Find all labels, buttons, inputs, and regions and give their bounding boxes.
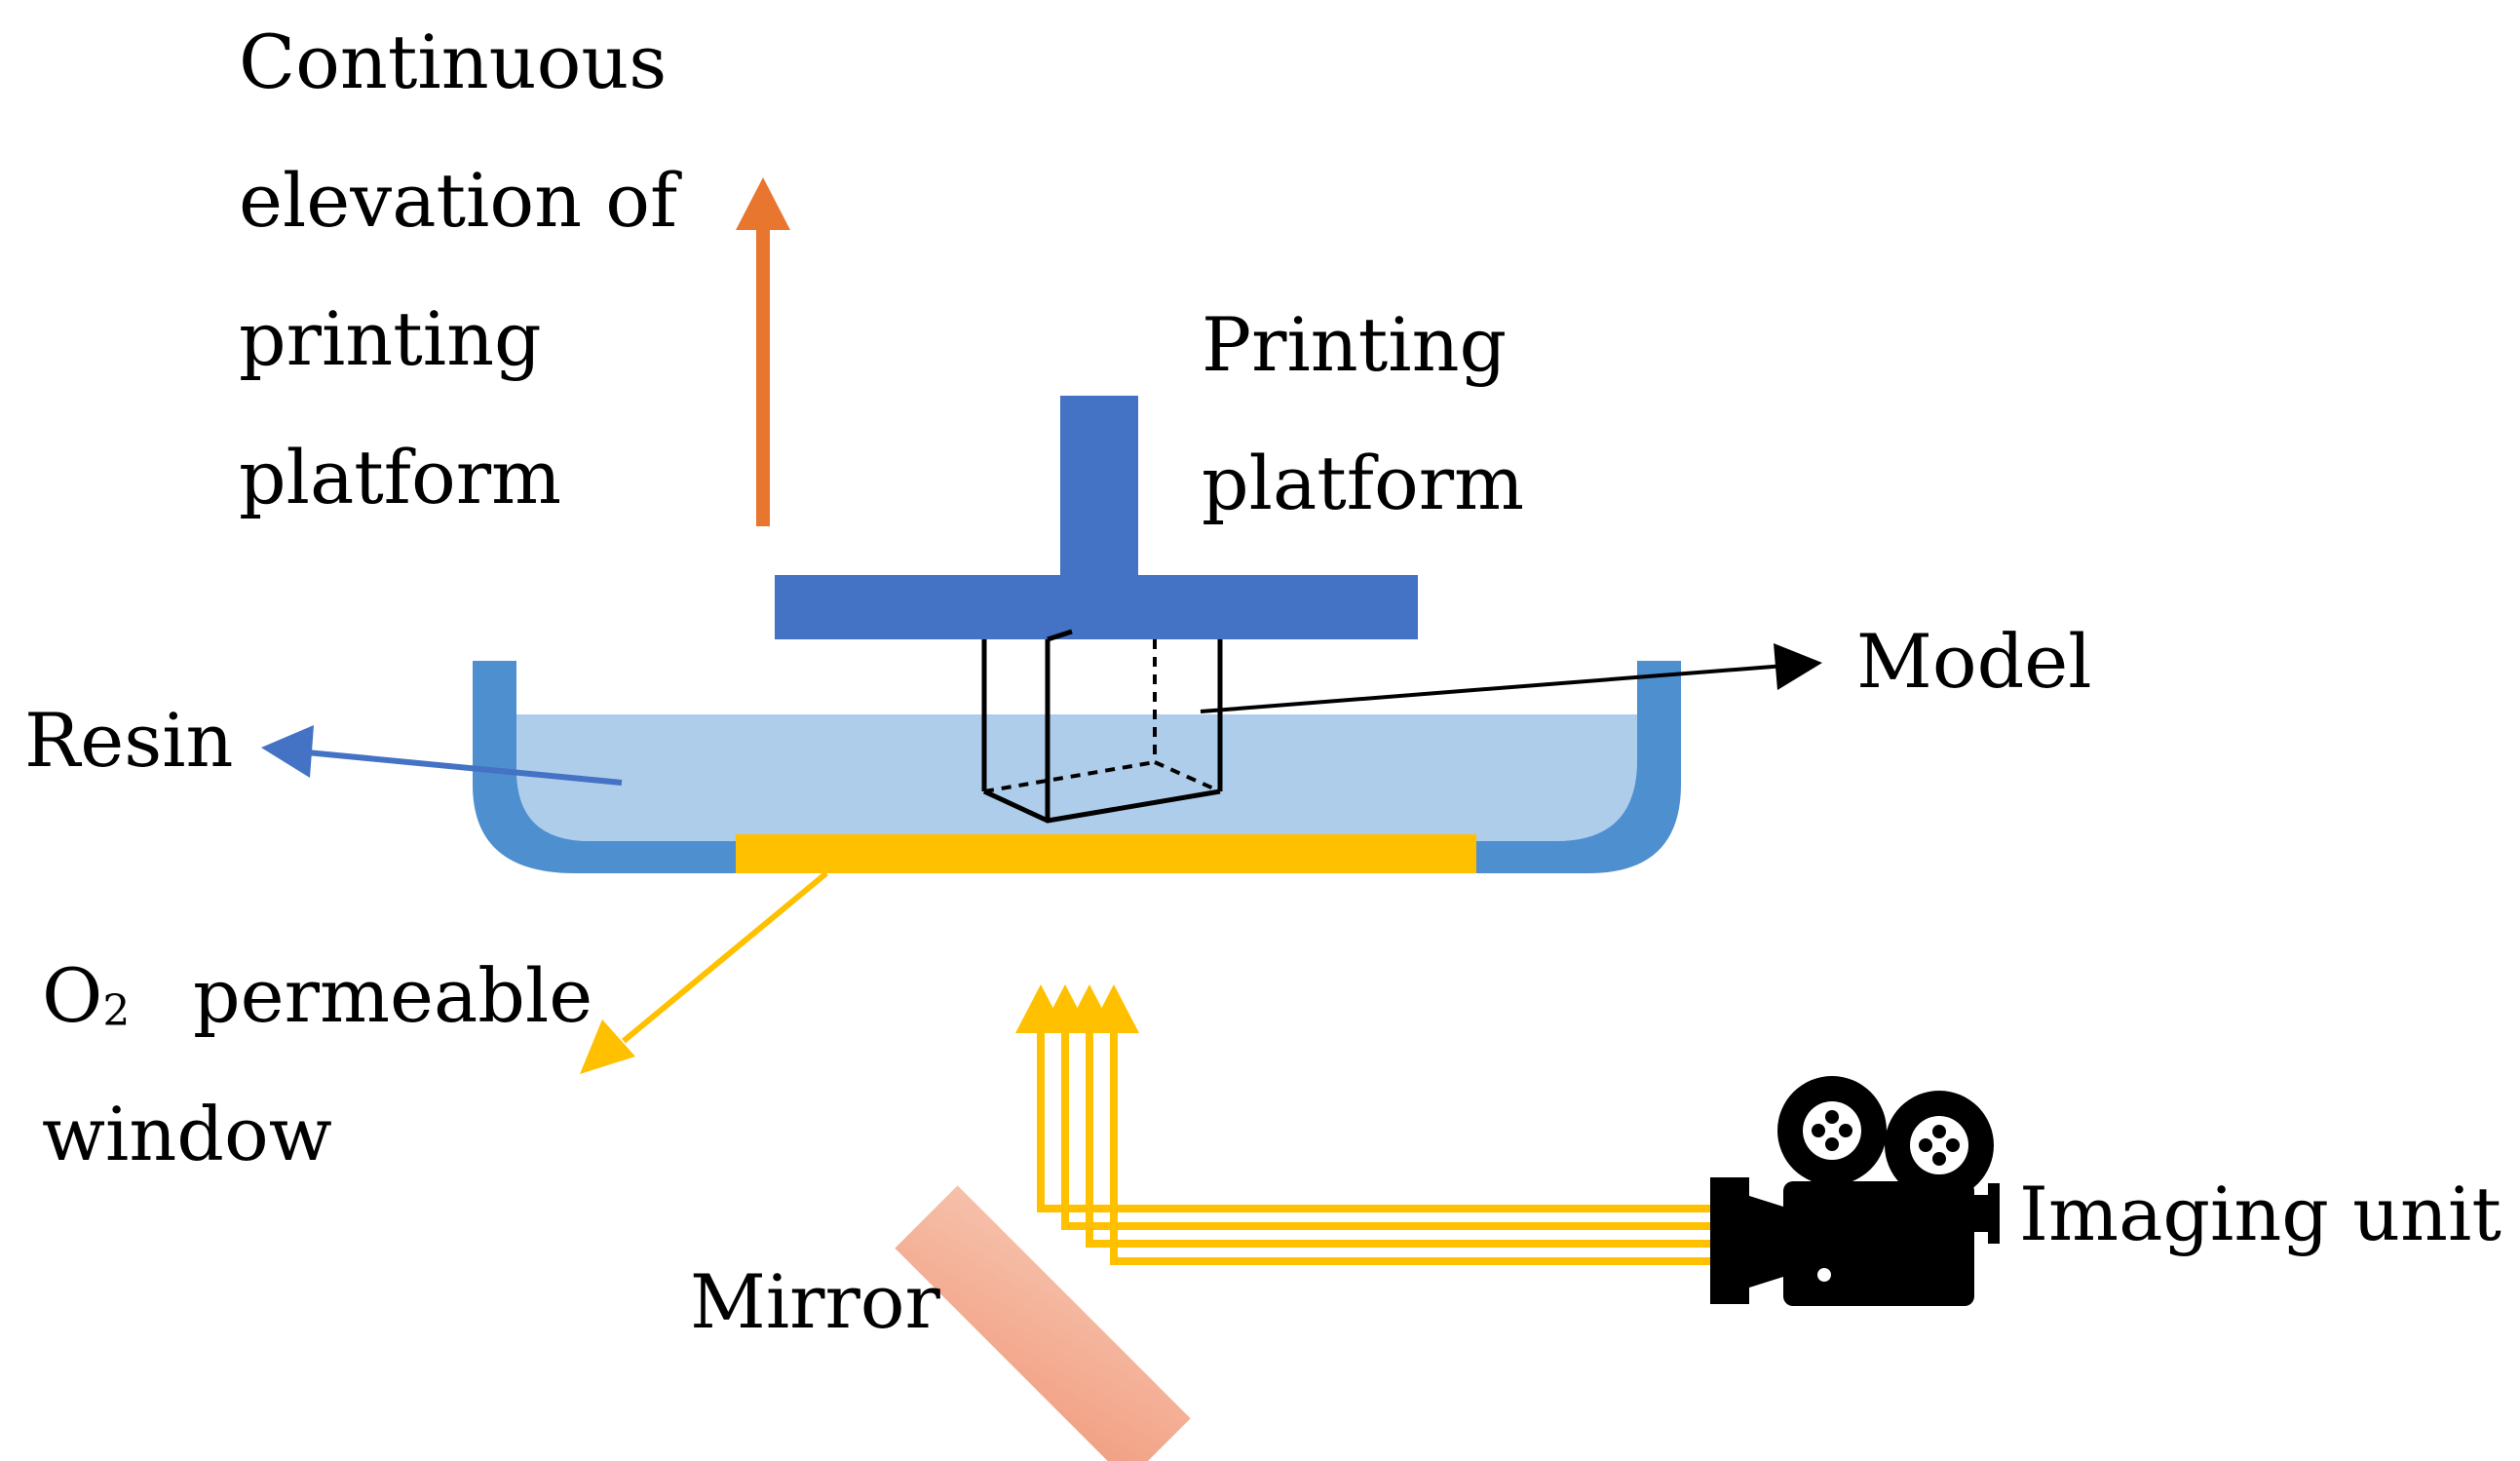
printing-platform <box>775 396 1418 639</box>
window-pointer-arrow <box>580 870 828 1074</box>
light-beams <box>1037 1028 1712 1265</box>
movie-camera-icon <box>1710 1076 2000 1306</box>
vat-wall <box>473 661 1681 873</box>
model-pointer-arrow <box>1200 643 1822 713</box>
model-label: Model <box>1856 618 2092 705</box>
mirror <box>895 1185 1191 1461</box>
elevation-arrow <box>736 177 790 526</box>
resin-label: Resin <box>24 697 233 784</box>
imaging-unit-label: Imaging unit <box>2019 1171 2501 1257</box>
elevation-label: Continuous elevation of printing platfor… <box>239 19 701 520</box>
window-label-line2: window <box>42 1091 332 1177</box>
resin-vat <box>473 661 1681 873</box>
resin-pointer-arrow <box>261 725 623 786</box>
light-beam-arrowheads <box>1015 984 1139 1033</box>
resin-liquid <box>516 714 1637 841</box>
model <box>981 629 1223 824</box>
mirror-label: Mirror <box>690 1258 941 1345</box>
o2-permeable-window <box>736 834 1476 873</box>
printing-platform-label: Printing platform <box>1202 301 1530 526</box>
